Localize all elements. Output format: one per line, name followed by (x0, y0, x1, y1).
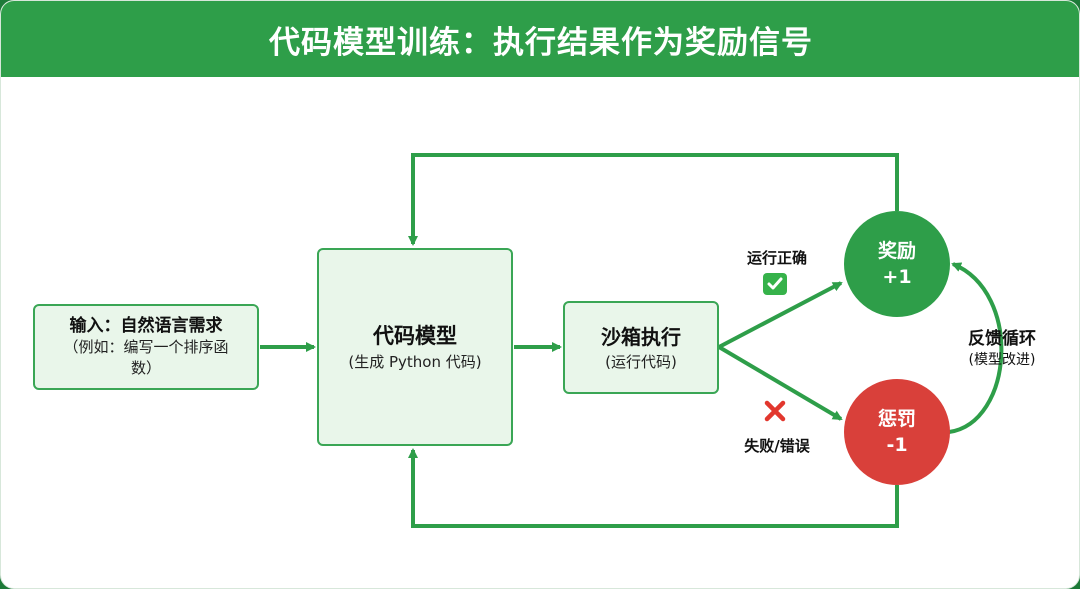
check-mark-icon (763, 273, 787, 295)
reward-node-value: +1 (882, 266, 912, 288)
arrow-reward-to-model (408, 153, 899, 246)
model-node-title: 代码模型 (373, 324, 457, 348)
penalty-node: 惩罚 -1 (844, 379, 950, 485)
model-node-subtitle: (生成 Python 代码) (348, 353, 482, 371)
input-node-subtitle-line-1: （例如：编写一个排序函 (63, 338, 229, 356)
sandbox-node-subtitle: (运行代码) (605, 352, 677, 371)
header-bar: 代码模型训练：执行结果作为奖励信号 (1, 1, 1079, 77)
arrow-feedback-loop (948, 262, 1004, 434)
penalty-node-title: 惩罚 (877, 408, 916, 430)
penalty-node-value: -1 (886, 434, 908, 456)
model-node: 代码模型 (生成 Python 代码) (317, 248, 513, 446)
failure-edge-label: 失败/错误 (744, 437, 810, 455)
arrow-sandbox-to-reward (718, 281, 843, 349)
input-node: 输入：自然语言需求 （例如：编写一个排序函 数） (33, 304, 259, 390)
arrow-sandbox-to-penalty (717, 345, 843, 421)
sandbox-node: 沙箱执行 (运行代码) (563, 301, 719, 394)
feedback-loop-title: 反馈循环 (968, 329, 1036, 349)
input-node-title: 输入：自然语言需求 (69, 316, 223, 336)
arrow-penalty-to-model (408, 448, 899, 528)
cross-mark-icon (763, 399, 787, 423)
success-edge-label: 运行正确 (746, 249, 807, 267)
diagram-title: 代码模型训练：执行结果作为奖励信号 (269, 24, 813, 61)
reward-node-title: 奖励 (877, 240, 916, 262)
input-node-subtitle-line-2: 数） (130, 359, 161, 377)
reward-node: 奖励 +1 (844, 211, 950, 317)
feedback-loop-subtitle: (模型改进) (968, 352, 1036, 368)
sandbox-node-title: 沙箱执行 (601, 324, 681, 349)
